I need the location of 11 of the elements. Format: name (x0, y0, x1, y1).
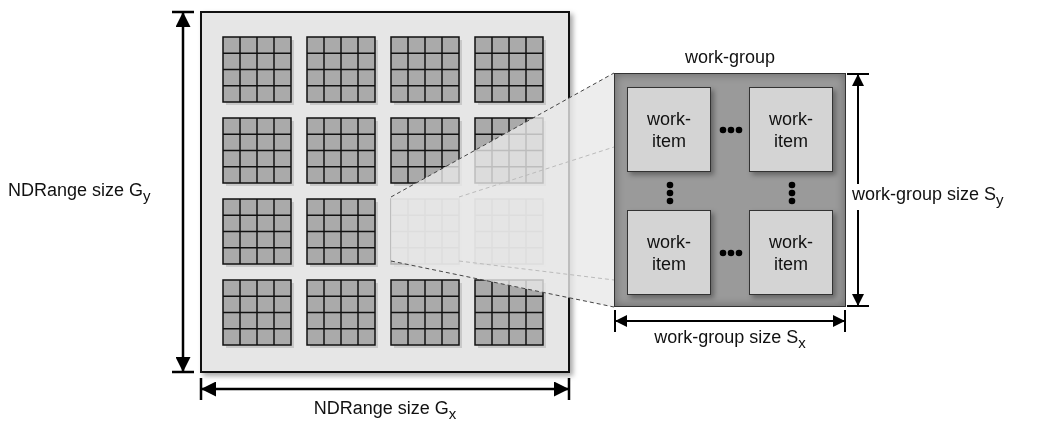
work-item-label: work-item (646, 107, 692, 152)
work-item-label: work-item (768, 107, 814, 152)
work-group-heading: work-group (683, 46, 776, 68)
dimension-label: NDRange size G$_{y}$ (8, 180, 151, 206)
work-item-box (627, 87, 711, 172)
work-item-box (749, 210, 833, 295)
work-item-box (749, 87, 833, 172)
dimension-label: work-group size S$_{y}$ (852, 184, 1004, 210)
work-item-label: work-item (646, 230, 692, 275)
work-item-label: work-item (768, 230, 814, 275)
work-item-box (627, 210, 711, 295)
